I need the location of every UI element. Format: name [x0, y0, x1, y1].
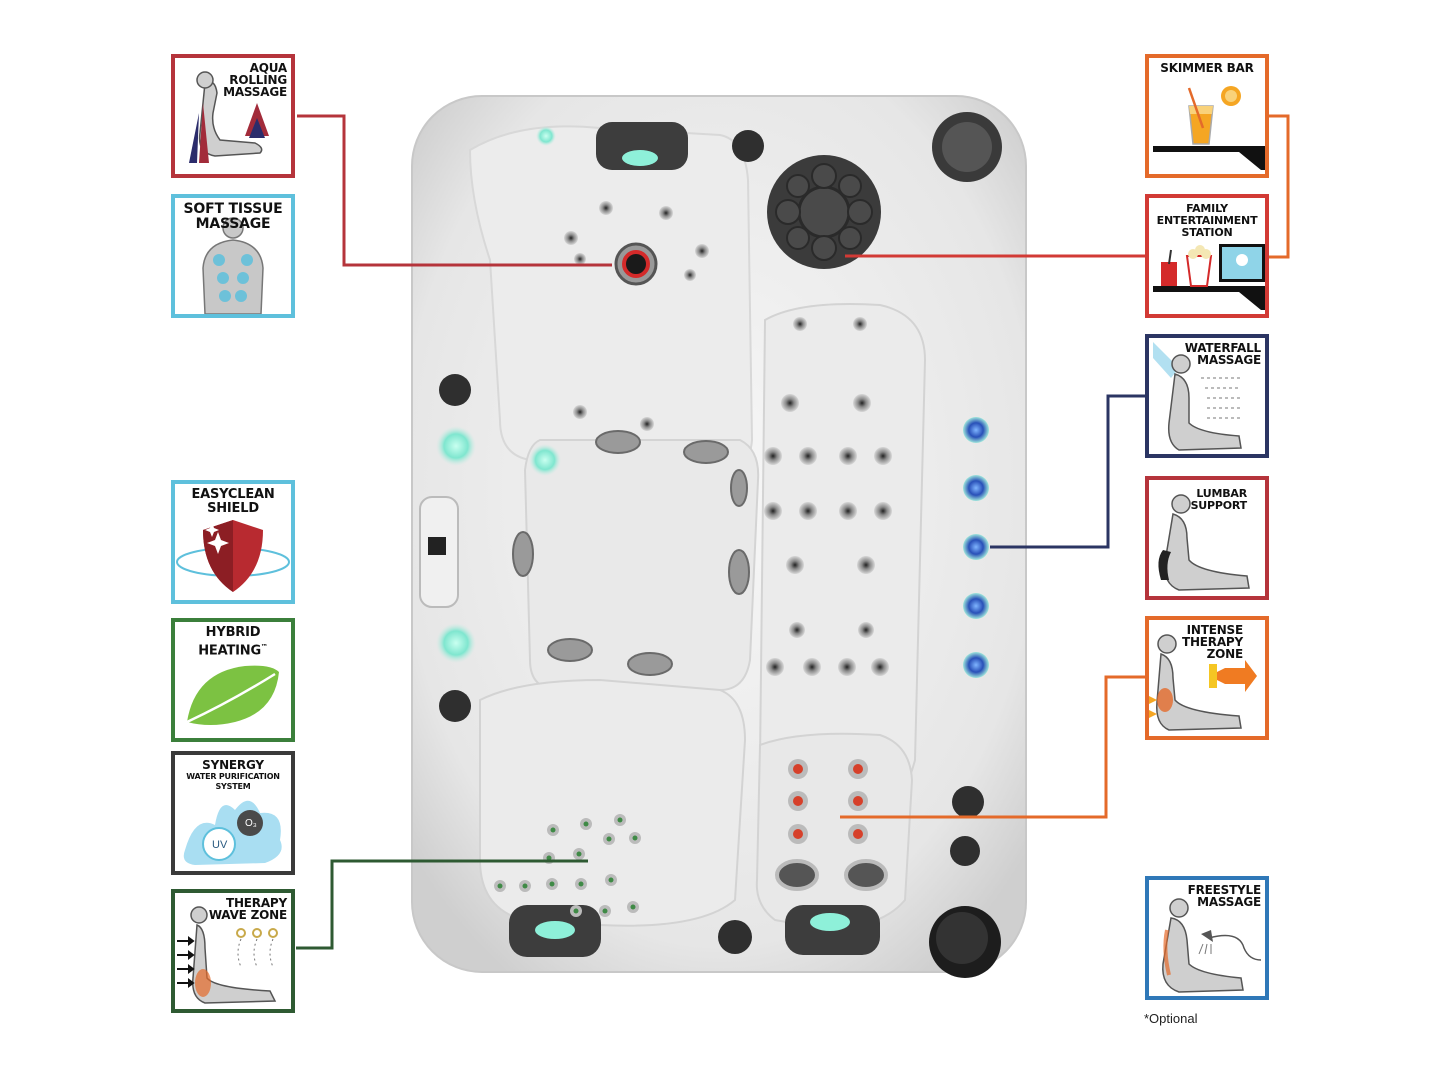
blue-light-4	[963, 593, 989, 619]
soft-tissue-back-icon	[202, 217, 264, 314]
drink-tray-icon	[1153, 86, 1265, 170]
connector-waterfall	[990, 394, 1146, 549]
feature-soft-tissue-massage: SOFT TISSUE MASSAGE	[171, 194, 295, 318]
light-top-left	[536, 126, 556, 146]
large-jets	[512, 430, 750, 676]
light-left-1	[436, 426, 476, 466]
seat-right-lower	[755, 732, 914, 930]
air-control-left-upper	[439, 374, 471, 406]
feature-lumbar-support: LUMBAR SUPPORT	[1145, 476, 1269, 600]
feature-label: HYBRID HEATING™	[175, 625, 291, 659]
uv-label: UV	[212, 839, 228, 851]
blue-light-5	[963, 652, 989, 678]
connector-therapy-wave	[296, 859, 588, 950]
connector-intense-therapy	[840, 675, 1145, 819]
lumbar-icon	[1158, 494, 1250, 591]
hybrid-heating-text: HYBRID HEATING	[198, 625, 261, 659]
feature-label: INTENSE THERAPY ZONE	[1181, 623, 1243, 661]
feature-label: FAMILY ENTERTAINMENT STATION	[1156, 202, 1258, 239]
feature-label: EASYCLEAN SHIELD	[191, 487, 275, 516]
seat-well-left-upper	[468, 125, 754, 472]
leaf-icon	[186, 665, 279, 725]
feature-label: THERAPY WAVE ZONE	[208, 896, 287, 922]
air-control-bottom	[718, 920, 752, 954]
feature-label: AQUA ROLLING MASSAGE	[223, 61, 287, 99]
feature-skimmer-bar: SKIMMER BAR	[1145, 54, 1269, 178]
feature-therapy-wave-zone: THERAPY WAVE ZONE	[171, 889, 295, 1013]
synergy-title: SYNERGY	[202, 758, 264, 772]
feature-family-entertainment-station: FAMILY ENTERTAINMENT STATION	[1145, 194, 1269, 318]
seat-well-left-lower	[479, 678, 747, 927]
feature-synergy-water-purification: SYNERGY WATER PURIFICATION SYSTEM UV O₃	[171, 751, 295, 875]
synergy-subtitle: WATER PURIFICATION SYSTEM	[186, 772, 280, 791]
light-left-2	[436, 623, 476, 663]
air-control-right-lower	[950, 836, 980, 866]
headrest-pillow-top	[596, 122, 688, 170]
lounger-jets	[564, 201, 892, 676]
feature-waterfall-massage: WATERFALL MASSAGE	[1145, 334, 1269, 458]
feature-intense-therapy-zone: INTENSE THERAPY ZONE	[1145, 616, 1269, 740]
blue-light-2	[963, 475, 989, 501]
shield-icon	[176, 520, 290, 592]
connector-skimmer	[1269, 114, 1290, 259]
feature-label: FREESTYLE MASSAGE	[1187, 883, 1262, 909]
feature-aqua-rolling-massage: AQUA ROLLING MASSAGE	[171, 54, 295, 178]
feature-label: SKIMMER BAR	[1160, 61, 1254, 75]
optional-footnote: *Optional	[1144, 1011, 1198, 1026]
entertainment-station-unit	[767, 155, 881, 269]
feature-easyclean-shield: EASYCLEAN SHIELD	[171, 480, 295, 604]
entertainment-icon	[1153, 244, 1265, 310]
feature-freestyle-massage: FREESTYLE MASSAGE	[1145, 876, 1269, 1000]
air-control-right	[952, 786, 984, 818]
connector-aqua-rolling	[297, 114, 612, 267]
feature-hybrid-heating: HYBRID HEATING™	[171, 618, 295, 742]
ozone-label: O₃	[245, 818, 257, 829]
light-footwell	[529, 444, 561, 476]
air-control-top	[732, 130, 764, 162]
freestyle-icon	[1162, 898, 1262, 993]
feature-label: SOFT TISSUE MASSAGE	[183, 201, 283, 232]
blue-light-3	[963, 534, 989, 560]
therapy-wave-icon	[177, 906, 278, 1004]
air-control-left-lower	[439, 690, 471, 722]
water-splash-icon	[183, 800, 282, 865]
intense-therapy-jets	[775, 759, 888, 891]
waterfall-icon	[1153, 342, 1242, 451]
blue-light-1	[963, 417, 989, 443]
feature-label: WATERFALL MASSAGE	[1184, 341, 1261, 367]
intense-therapy-icon	[1149, 634, 1257, 731]
aqua-rolling-icon	[189, 71, 269, 163]
feature-label: LUMBAR SUPPORT	[1190, 487, 1248, 512]
therapy-wave-jets	[494, 814, 641, 917]
trademark: ™	[260, 643, 268, 651]
